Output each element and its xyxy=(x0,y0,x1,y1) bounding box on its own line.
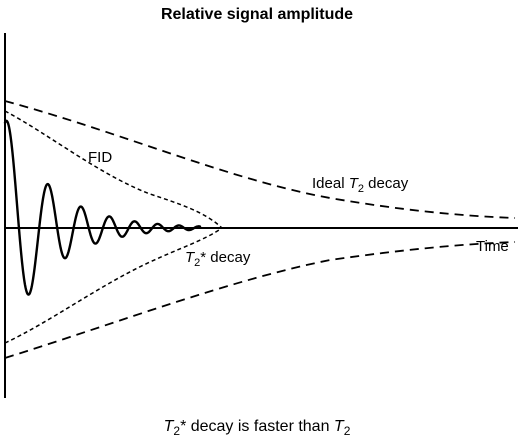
t2-star-decay-label: T2* decay xyxy=(185,249,251,269)
ideal-t2-decay-lower-curve xyxy=(4,241,516,359)
ideal-t2-decay-label: Ideal T2 decay xyxy=(312,175,409,195)
fid-label: FID xyxy=(88,149,112,166)
time-axis-label: Time xyxy=(476,238,509,255)
t2-star-decay-upper-curve xyxy=(4,110,223,229)
caption: T2* decay is faster than T2 xyxy=(164,418,351,438)
fid-signal-wave xyxy=(3,119,202,296)
ideal-t2-decay-upper-curve xyxy=(4,100,516,219)
t2-star-decay-lower-curve xyxy=(4,227,223,344)
diagram-title: Relative signal amplitude xyxy=(161,6,353,23)
